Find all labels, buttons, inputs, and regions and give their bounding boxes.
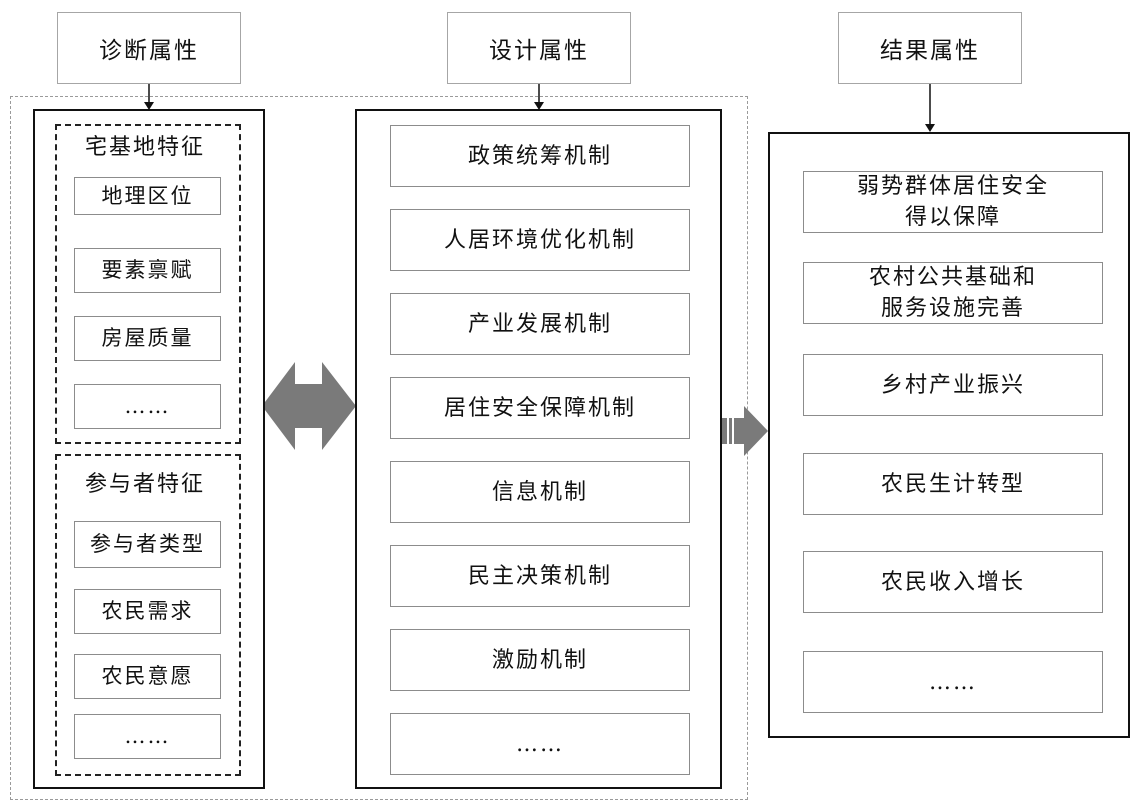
- header-diagnosis-attributes: 诊断属性: [57, 12, 241, 84]
- participant-item: 农民意愿: [74, 654, 221, 699]
- result-item: 乡村产业振兴: [803, 354, 1103, 416]
- homestead-item-ellipsis: ……: [74, 384, 221, 429]
- result-item-ellipsis: ……: [803, 651, 1103, 713]
- design-mechanism-item: 激励机制: [390, 629, 690, 691]
- result-item-label: 农民生计转型: [880, 471, 1025, 497]
- result-item-label: 乡村产业振兴: [880, 372, 1025, 398]
- result-item: 农民生计转型: [803, 453, 1103, 515]
- homestead-item: 地理区位: [74, 177, 221, 215]
- double-arrow: [262, 362, 356, 450]
- design-mechanism-item-ellipsis: ……: [390, 713, 690, 775]
- design-mechanism-item: 民主决策机制: [390, 545, 690, 607]
- result-item: 农民收入增长: [803, 551, 1103, 613]
- homestead-features-group: [55, 124, 241, 444]
- header-design-arrow: [534, 84, 544, 110]
- header-result-attributes: 结果属性: [838, 12, 1022, 84]
- design-mechanism-item: 政策统筹机制: [390, 125, 690, 187]
- design-mechanism-item: 人居环境优化机制: [390, 209, 690, 271]
- result-item-line1: 农村公共基础和: [868, 265, 1037, 290]
- result-item-label: 农民收入增长: [880, 569, 1025, 595]
- design-mechanism-item: 产业发展机制: [390, 293, 690, 355]
- participant-item: 参与者类型: [74, 521, 221, 568]
- homestead-item: 房屋质量: [74, 316, 221, 361]
- result-item: 农村公共基础和 服务设施完善: [803, 262, 1103, 324]
- participant-features-group: [55, 454, 241, 776]
- header-design-attributes: 设计属性: [447, 12, 631, 84]
- participant-features-title: 参与者特征: [85, 472, 206, 497]
- result-item-line2: 得以保障: [904, 205, 1001, 230]
- design-mechanism-item: 居住安全保障机制: [390, 377, 690, 439]
- participant-item: 农民需求: [74, 589, 221, 634]
- result-item: 弱势群体居住安全 得以保障: [803, 171, 1103, 233]
- participant-item-ellipsis: ……: [74, 714, 221, 759]
- right-arrow: [722, 406, 768, 456]
- homestead-item: 要素禀赋: [74, 248, 221, 293]
- header-diagnosis-arrow: [144, 84, 154, 110]
- result-item-line1: 弱势群体居住安全: [856, 174, 1049, 199]
- design-mechanism-item: 信息机制: [390, 461, 690, 523]
- homestead-features-title: 宅基地特征: [85, 135, 206, 160]
- result-item-line2: 服务设施完善: [880, 296, 1025, 321]
- header-result-arrow: [925, 84, 935, 132]
- result-item-label: ……: [929, 669, 977, 695]
- result-panel: [768, 132, 1130, 738]
